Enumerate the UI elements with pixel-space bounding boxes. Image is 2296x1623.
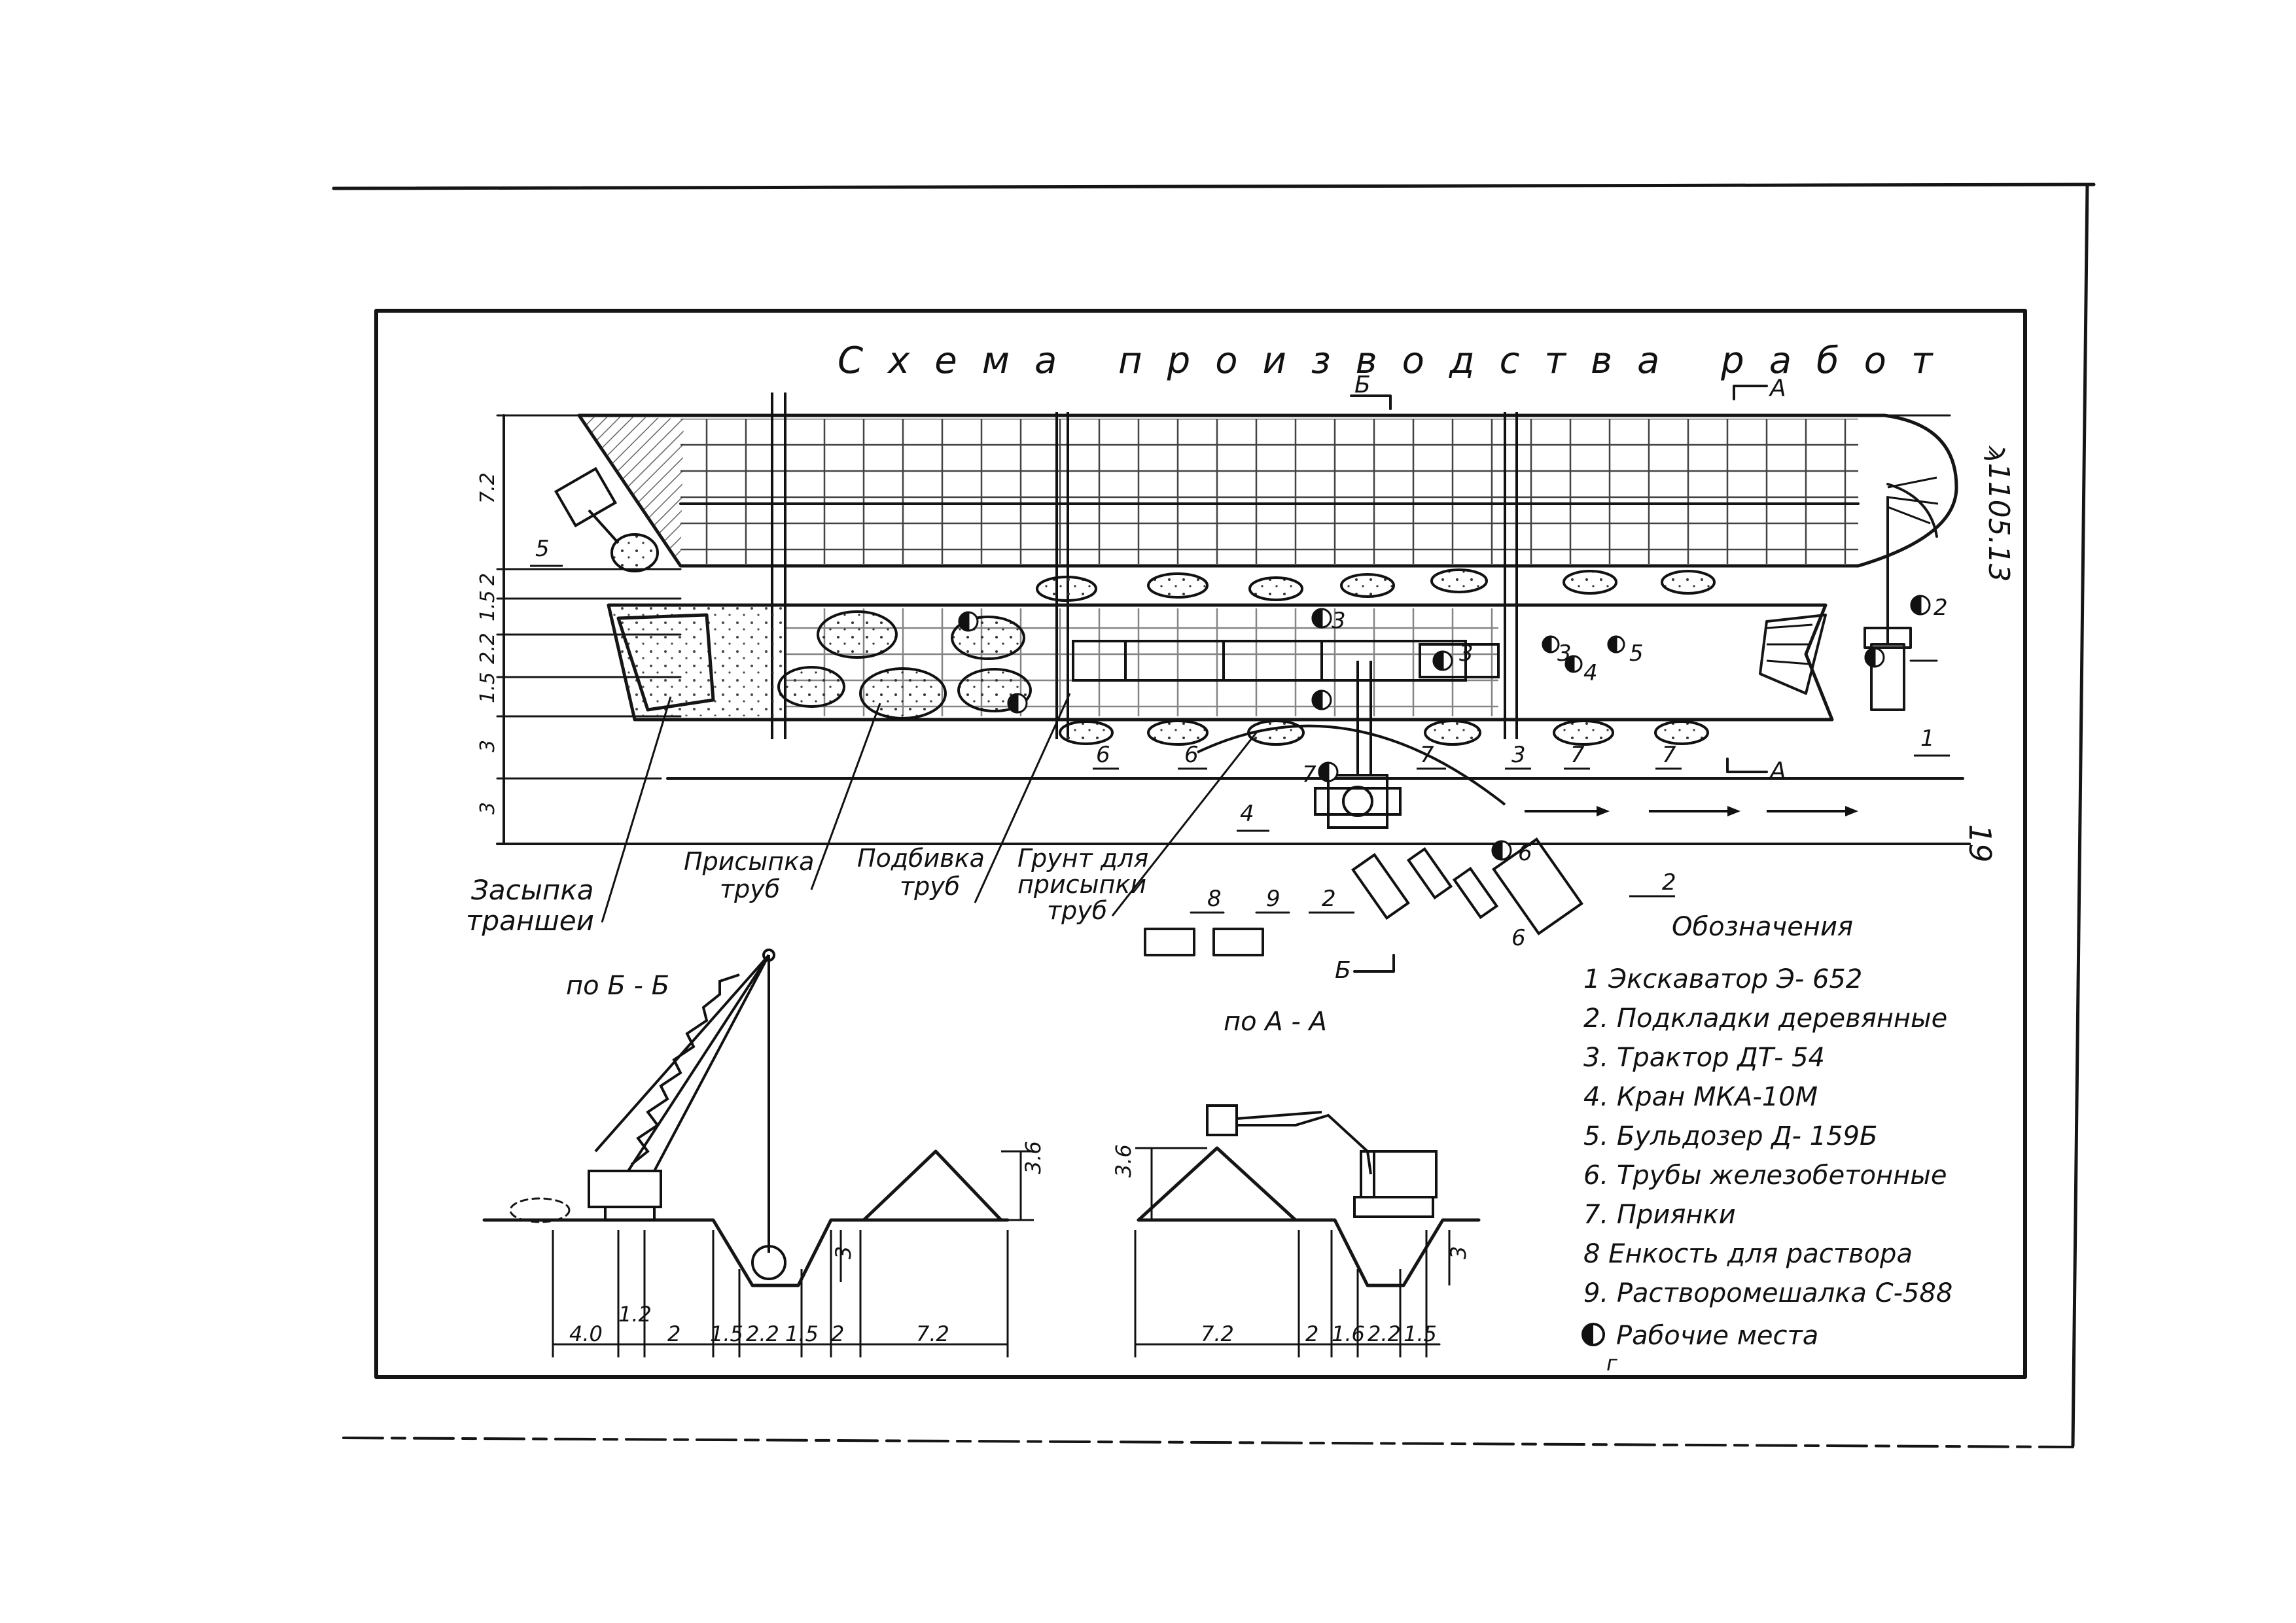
svg-text:присыпки: присыпки [1017, 870, 1146, 899]
svg-text:2: 2 [1662, 869, 1676, 896]
legend-item: 1 Экскаватор Э- 652 [1583, 964, 1862, 994]
callouts: 5 1 2 3 4 6 6 6 6 7 7 7 7 3 3 5 4 3 2 2 … [535, 536, 1948, 951]
svg-text:Присыпка: Присыпка [684, 847, 814, 876]
legend-item: 4. Кран МКА-10М [1583, 1082, 1818, 1112]
svg-text:4: 4 [1583, 660, 1598, 686]
svg-text:2.2: 2.2 [476, 633, 499, 664]
legend-item: 6. Трубы железобетонные [1583, 1161, 1947, 1191]
svg-text:7.2: 7.2 [1201, 1321, 1234, 1346]
svg-text:7.2: 7.2 [916, 1321, 949, 1346]
mortar-mixer-icon [1212, 928, 1264, 956]
svg-text:9: 9 [1266, 886, 1280, 912]
svg-text:1.6: 1.6 [1332, 1321, 1365, 1346]
svg-text:7: 7 [1420, 742, 1434, 768]
document-code: ϡ1105.13 [1982, 445, 2015, 582]
svg-text:2: 2 [476, 573, 499, 585]
svg-text:Засыпка: Засыпка [471, 874, 593, 906]
mortar-tank-icon [1144, 928, 1195, 956]
svg-text:3: 3 [1511, 742, 1526, 768]
svg-text:3.6: 3.6 [1111, 1144, 1136, 1178]
legend-item: 9. Растворомешалка С-588 [1583, 1278, 1952, 1308]
svg-text:2: 2 [1322, 886, 1336, 912]
section-aa-dims: 7.2 2 1.6 2.2 1.5 3.6 3 [1111, 1144, 1471, 1346]
svg-text:3: 3 [1459, 640, 1474, 667]
svg-text:1.5: 1.5 [1404, 1321, 1437, 1346]
svg-text:2: 2 [831, 1321, 844, 1346]
legend-item: 3. Трактор ДТ- 54 [1583, 1043, 1825, 1073]
svg-text:4.0: 4.0 [569, 1321, 603, 1346]
section-aa-label: по А - А [1224, 1007, 1327, 1037]
svg-text:1.5: 1.5 [785, 1321, 819, 1346]
svg-text:1.5: 1.5 [710, 1321, 743, 1346]
svg-text:3.6: 3.6 [1021, 1141, 1046, 1174]
section-bb-label: по Б - Б [566, 971, 669, 1001]
section-mark-b-top: Б [1354, 372, 1371, 398]
svg-text:1.5: 1.5 [476, 672, 499, 703]
svg-text:труб: труб [900, 872, 960, 901]
legend-item: 2. Подкладки деревянные [1583, 1003, 1947, 1034]
svg-text:3: 3 [1446, 1246, 1471, 1259]
svg-text:4: 4 [1240, 801, 1254, 827]
svg-text:траншеи: траншеи [466, 905, 594, 937]
section-bb-dims: 4.0 1.2 2 1.5 2.2 1.5 2 7.2 3.6 3 [569, 1141, 1046, 1346]
zone-label-podbivka: Подбивка труб [857, 844, 985, 901]
svg-text:3: 3 [1332, 608, 1346, 634]
sheet-frame [332, 183, 2096, 1448]
svg-text:8: 8 [1207, 886, 1222, 912]
drawing-frame [374, 309, 2027, 1379]
svg-text:Подбивка: Подбивка [857, 844, 985, 873]
section-bb [482, 949, 1034, 1357]
svg-text:2: 2 [1934, 595, 1948, 621]
zone-label-prisypka: Присыпка труб [684, 847, 814, 903]
plan-view [496, 385, 1971, 973]
svg-text:2: 2 [667, 1321, 680, 1346]
svg-text:1.5: 1.5 [476, 590, 499, 621]
legend-item: 5. Бульдозер Д- 159Б [1583, 1121, 1877, 1151]
svg-text:5: 5 [535, 536, 550, 562]
svg-text:3: 3 [831, 1246, 856, 1259]
svg-text:труб: труб [720, 875, 780, 903]
svg-text:6: 6 [1511, 925, 1526, 951]
svg-text:7.2: 7.2 [476, 472, 499, 504]
left-dimensions: 7.2 2 1.5 2.2 1.5 3 3 [476, 472, 499, 814]
svg-text:5: 5 [1629, 640, 1644, 667]
section-mark-b-bottom: Б [1335, 957, 1351, 984]
legend-item: 7. Приянки [1583, 1200, 1736, 1230]
svg-text:6: 6 [1518, 840, 1532, 866]
zone-label-zasypka: Засыпка траншеи [466, 874, 594, 937]
svg-text:2: 2 [1305, 1321, 1318, 1346]
svg-text:1.2: 1.2 [618, 1302, 652, 1327]
section-aa [1134, 1104, 1481, 1357]
svg-text:6: 6 [1184, 742, 1199, 768]
svg-text:3: 3 [1557, 640, 1572, 667]
svg-text:6: 6 [1096, 742, 1110, 768]
svg-text:3: 3 [476, 802, 499, 814]
svg-text:7: 7 [1570, 742, 1585, 768]
legend-item: Рабочие места [1616, 1321, 1818, 1351]
drawing-title: Схема производства работ [838, 340, 1957, 382]
svg-text:7: 7 [1662, 742, 1676, 768]
legend: Обозначения 1 Экскаватор Э- 652 2. Подкл… [1581, 912, 1952, 1376]
svg-text:2.2: 2.2 [746, 1321, 779, 1346]
svg-text:Грунт для: Грунт для [1017, 844, 1148, 873]
zone-label-grunt: Грунт для присыпки труб [1017, 844, 1148, 925]
legend-title: Обозначения [1672, 912, 1853, 942]
svg-text:3: 3 [476, 740, 499, 752]
work-place-icon [1581, 1323, 1605, 1346]
svg-text:труб: труб [1047, 896, 1107, 925]
section-mark-a-top: А [1769, 375, 1786, 402]
svg-text:2.2: 2.2 [1368, 1321, 1401, 1346]
section-mark-a-mid: А [1769, 758, 1786, 784]
page-mark: г [1606, 1351, 1617, 1376]
legend-item: 8 Енкость для раствора [1583, 1239, 1913, 1269]
svg-text:1: 1 [1920, 725, 1935, 752]
svg-text:7: 7 [1302, 761, 1316, 788]
